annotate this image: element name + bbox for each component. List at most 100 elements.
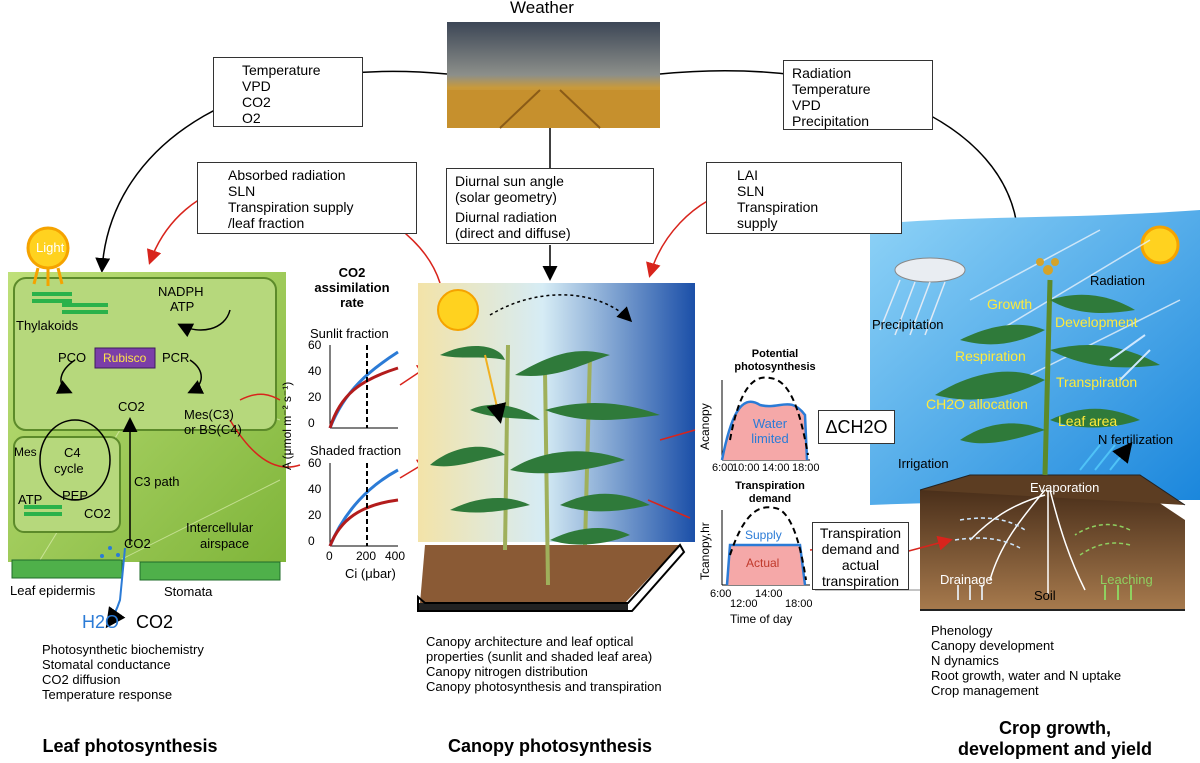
y-tick: 60 xyxy=(308,338,322,352)
assimilation-graphs xyxy=(328,345,433,547)
t1-600: 6:00 xyxy=(712,462,734,474)
t2-600: 6:00 xyxy=(710,588,732,600)
potential-photosynthesis: Potential photosynthesis xyxy=(725,348,825,374)
co2-out-label: CO2 xyxy=(136,612,174,632)
respiration-label: Respiration xyxy=(955,348,1026,364)
precipitation-label: Precipitation xyxy=(872,317,944,332)
t2-1200: 12:00 xyxy=(730,598,758,610)
crop-list-item: Root growth, water and N uptake xyxy=(931,668,1122,683)
weather-to-leaf-arrow xyxy=(95,70,448,273)
transp-line-1: Transpiration xyxy=(819,525,902,541)
light-label: Light xyxy=(36,240,65,255)
leaf-cell-panel xyxy=(8,226,286,629)
canopy-panel xyxy=(417,283,696,612)
leaf-list-item: Photosynthetic biochemistry xyxy=(42,642,204,657)
assim-xlabel: Ci (μbar) xyxy=(345,566,396,581)
canopy-list-item: properties (sunlit and shaded leaf area) xyxy=(426,649,653,664)
rubisco-label: Rubisco xyxy=(103,351,147,365)
crop-list-item: Phenology xyxy=(931,623,993,638)
y-ticks-top: 60 40 20 0 xyxy=(308,338,321,430)
supply: supply xyxy=(737,215,778,231)
diurnal-sun-angle: Diurnal sun angle xyxy=(455,173,564,189)
env-o2: O2 xyxy=(242,110,261,126)
intercellular-label: Intercellular xyxy=(186,520,254,535)
delta-ch2o-box: ΔCH2O xyxy=(818,410,895,444)
c4-label: C4 xyxy=(64,445,81,460)
evaporation-label: Evaporation xyxy=(1030,480,1100,495)
soil-label: Soil xyxy=(1034,588,1056,603)
t2-1800: 18:00 xyxy=(785,598,813,610)
canopy-title: Canopy photosynthesis xyxy=(447,736,653,756)
sunlit-label: Sunlit fraction xyxy=(310,326,389,341)
crop-to-canopy-box: LAI SLN Transpiration supply xyxy=(706,162,902,234)
leaching-label: Leaching xyxy=(1100,572,1153,587)
development-label: Development xyxy=(1055,314,1138,330)
y-tick: 0 xyxy=(308,416,315,430)
t2-1400: 14:00 xyxy=(755,588,783,600)
n-fertilization-label: N fertilization xyxy=(1098,432,1174,447)
stomata-label: Stomata xyxy=(164,584,213,599)
bs-c4-label: or BS(C4) xyxy=(184,422,242,437)
nadph-label: NADPH xyxy=(158,284,204,299)
supply-label: Supply xyxy=(745,528,782,542)
time-of-day-label: Time of day xyxy=(730,612,793,626)
sln: SLN xyxy=(228,183,256,199)
x-tick-0: 0 xyxy=(326,549,333,563)
transp-demand-label: Transpiration demand xyxy=(720,480,820,506)
assim-title-3: rate xyxy=(340,295,364,310)
leaf-list-item: CO2 diffusion xyxy=(42,672,121,687)
y-tick: 20 xyxy=(308,390,322,404)
water-1: Water xyxy=(752,416,788,431)
crop-list-item: Crop management xyxy=(931,683,1039,698)
crop-environment-box: Radiation Temperature VPD Precipitation xyxy=(783,60,933,130)
solar-geometry-box: Diurnal sun angle (solar geometry) Diurn… xyxy=(446,168,654,244)
env-radiation: Radiation xyxy=(792,65,852,81)
canopy-list-item: Canopy nitrogen distribution xyxy=(426,664,588,679)
ch2o-allocation-label: CH2O allocation xyxy=(926,396,1028,412)
h2o-label: H2O xyxy=(82,612,120,632)
crop-list-item: N dynamics xyxy=(931,653,999,668)
y-tick: 40 xyxy=(308,364,322,378)
direct-diffuse: (direct and diffuse) xyxy=(455,225,571,241)
y-tick: 0 xyxy=(308,534,315,548)
pco-label: PCO xyxy=(58,350,87,365)
assim-title-2: assimilation xyxy=(314,280,390,295)
atp-label: ATP xyxy=(170,299,195,314)
t1-1800: 18:00 xyxy=(792,462,820,474)
radiation-label: Radiation xyxy=(1090,273,1145,288)
leaf-fraction: /leaf fraction xyxy=(228,215,305,231)
weather-photo xyxy=(447,22,660,129)
sln-2: SLN xyxy=(737,183,765,199)
pcr-label: PCR xyxy=(162,350,190,365)
thylakoids-label: Thylakoids xyxy=(16,318,79,333)
canopy-list-item: Canopy architecture and leaf optical xyxy=(426,634,634,649)
co2-label-1: CO2 xyxy=(118,399,145,414)
y-tick: 60 xyxy=(308,456,322,470)
y-tick: 40 xyxy=(308,482,322,496)
assim-ylabel: A (μmol m⁻² s⁻¹) xyxy=(280,381,294,470)
absorbed-radiation: Absorbed radiation xyxy=(228,167,346,183)
tdemand-2: demand xyxy=(748,493,792,505)
crop-panel xyxy=(815,210,1200,611)
canopy-to-leaf-box: Absorbed radiation SLN Transpiration sup… xyxy=(197,162,417,234)
leaf-list: Photosynthetic biochemistry Stomatal con… xyxy=(42,642,204,702)
x-tick-400: 400 xyxy=(385,549,406,563)
co2-label-2: CO2 xyxy=(84,506,111,521)
a-canopy-label: Acanopy xyxy=(698,403,712,450)
mes-label: Mes xyxy=(14,445,37,459)
env-temperature: Temperature xyxy=(242,62,321,78)
pep-label: PEP xyxy=(62,488,89,503)
transpiration: Transpiration xyxy=(737,199,819,215)
env-co2: CO2 xyxy=(242,94,271,110)
crop-title-2: development and yield xyxy=(957,739,1153,759)
env-vpd: VPD xyxy=(242,78,271,94)
assim-title: CO2 assimilation rate xyxy=(302,265,402,310)
transp-line-2: demand and xyxy=(821,541,900,557)
atp-label-2: ATP xyxy=(18,492,43,507)
water-2: limited xyxy=(751,431,789,446)
leaf-list-item: Stomatal conductance xyxy=(42,657,171,672)
potential-2: photosynthesis xyxy=(734,361,816,373)
tdemand-1: Transpiration xyxy=(735,480,805,492)
